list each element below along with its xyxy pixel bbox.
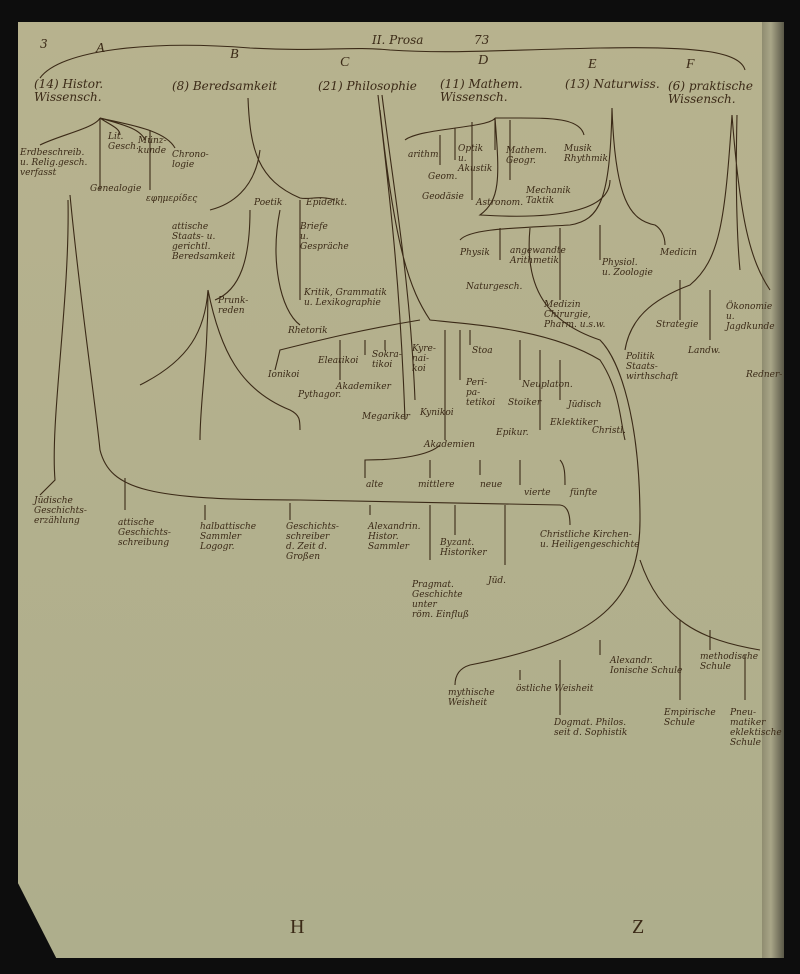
section-letter-d: D [478,53,489,68]
node-label: Chrono- logie [172,150,209,170]
node-label: Neuplaton. [522,380,573,390]
node-label: Physiol. u. Zoologie [602,258,653,278]
branch-a-trunk [39,194,571,526]
section-letter-f: F [686,57,695,72]
page-edge [762,22,784,958]
section-b-heading: (8) Beredsamkeit [172,79,277,93]
node-label: Mathem. Geogr. [506,146,547,166]
node-label: mittlere [418,480,455,490]
node-label: Medizin Chirurgie, Pharm. u.s.w. [544,300,606,330]
node-label: Christliche Kirchen- u. Heiligengeschich… [540,530,640,550]
node-label: Mechanik Taktik [526,186,571,206]
node-label: Astronom. [476,198,524,208]
node-label: Rhetorik [288,326,328,336]
node-label: attische Staats- u. gerichtl. Beredsamke… [172,222,236,262]
node-label: εφημερίδες [146,194,198,204]
node-label: Megariker [362,412,410,422]
node-label: Naturgesch. [466,282,523,292]
node-label: Musik Rhythmik [564,144,608,164]
node-label: Alexandrin. Histor. Sammler [368,522,421,552]
node-label: methodische Schule [700,652,759,672]
page-title: II. Prosa [372,33,424,47]
node-label: Stoa [472,346,493,356]
node-label: Prunk- reden [218,296,249,316]
node-label: Pneu- matiker eklektische Schule [730,708,782,748]
node-label: Optik u. Akustik [458,144,493,174]
section-letter-c: C [340,55,350,70]
node-label: Alexandr. Ionische Schule [610,656,683,676]
node-label: Jüd. [488,576,507,586]
node-label: Politik Staats- wirthschaft [626,352,679,382]
node-label: vierte [524,488,551,498]
footer-mark-h: H [290,916,305,938]
node-label: Landw. [688,346,721,356]
node-label: arithm. [408,150,442,160]
node-label: Poetik [254,198,283,208]
branch-f [624,114,771,351]
section-d-heading: (11) Mathem. Wissensch. [440,77,523,104]
node-label: Sokra- tikoi [372,350,402,370]
node-label: mythische Weisheit [448,688,495,708]
node-label: Redner- [746,370,783,380]
node-label: Jüdisch [568,400,602,410]
node-label: attische Geschichts- schreibung [118,518,171,548]
node-label: Akademiker [336,382,391,392]
section-c-heading: (21) Philosophie [318,79,417,93]
node-label: Geodäsie [422,192,464,202]
footer-mark-z: Z [632,916,645,938]
node-label: Epikur. [496,428,529,438]
node-label: Ökonomie u. Jagdkunde [726,302,775,332]
page-number: 3 [40,37,48,51]
node-label: Jüdische Geschichts- erzählung [34,496,87,526]
node-label: Medicin [660,248,697,258]
node-label: neue [480,480,503,490]
branch-d [404,117,585,200]
node-label: Byzant. Historiker [440,538,487,558]
node-label: Kyre- nai- koi [412,344,436,374]
node-label: Empirische Schule [664,708,716,728]
node-label: Erdbeschreib. u. Relig.gesch. verfasst [20,148,88,178]
node-label: Kynikoi [420,408,454,418]
node-label: Geschichts- schreiber d. Zeit d. Großen [286,522,339,562]
branch-b [209,97,336,326]
node-label: Briefe u. Gespräche [300,222,349,252]
section-e-heading: (13) Naturwiss. [565,77,660,91]
node-label: Geom. [428,172,458,182]
node-label: östliche Weisheit [516,684,594,694]
section-letter-a: A [96,41,105,56]
top-brace [39,44,746,79]
node-label: Pragmat. Geschichte unter röm. Einfluß [412,580,470,620]
node-label: angewandte Arithmetik [510,246,566,266]
node-label: Stoiker [508,398,542,408]
node-label: Pythagor. [298,390,342,400]
node-label: halbattische Sammler Logogr. [200,522,257,552]
node-label: Physik [460,248,490,258]
node-label: Epideikt. [306,198,348,208]
section-f-heading: (6) praktische Wissensch. [668,79,754,106]
node-label: Peri- pa- tetikoi [466,378,496,408]
node-label: Strategie [656,320,699,330]
node-label: fünfte [570,488,598,498]
node-label: Christl. [592,426,626,436]
branch-a [39,117,176,190]
node-label: Eklektiker [550,418,598,428]
node-label: alte [366,480,384,490]
node-label: Akademien [424,440,475,450]
folio-number: 73 [474,33,490,47]
node-label: Eleatikoi [318,356,359,366]
section-a-heading: (14) Histor. Wissensch. [34,77,104,104]
section-letter-b: B [230,47,239,62]
branch-e [454,107,666,686]
node-label: Kritik, Grammatik u. Lexikographie [304,288,387,308]
node-label: Lit. Gesch. [108,132,139,152]
node-label: Dogmat. Philos. seit d. Sophistik [554,718,628,738]
node-label: Münz- kunde [138,136,167,156]
node-label: Genealogie [90,184,142,194]
branch-c [377,94,626,441]
section-letter-e: E [588,57,597,72]
node-label: Ionikoi [268,370,300,380]
